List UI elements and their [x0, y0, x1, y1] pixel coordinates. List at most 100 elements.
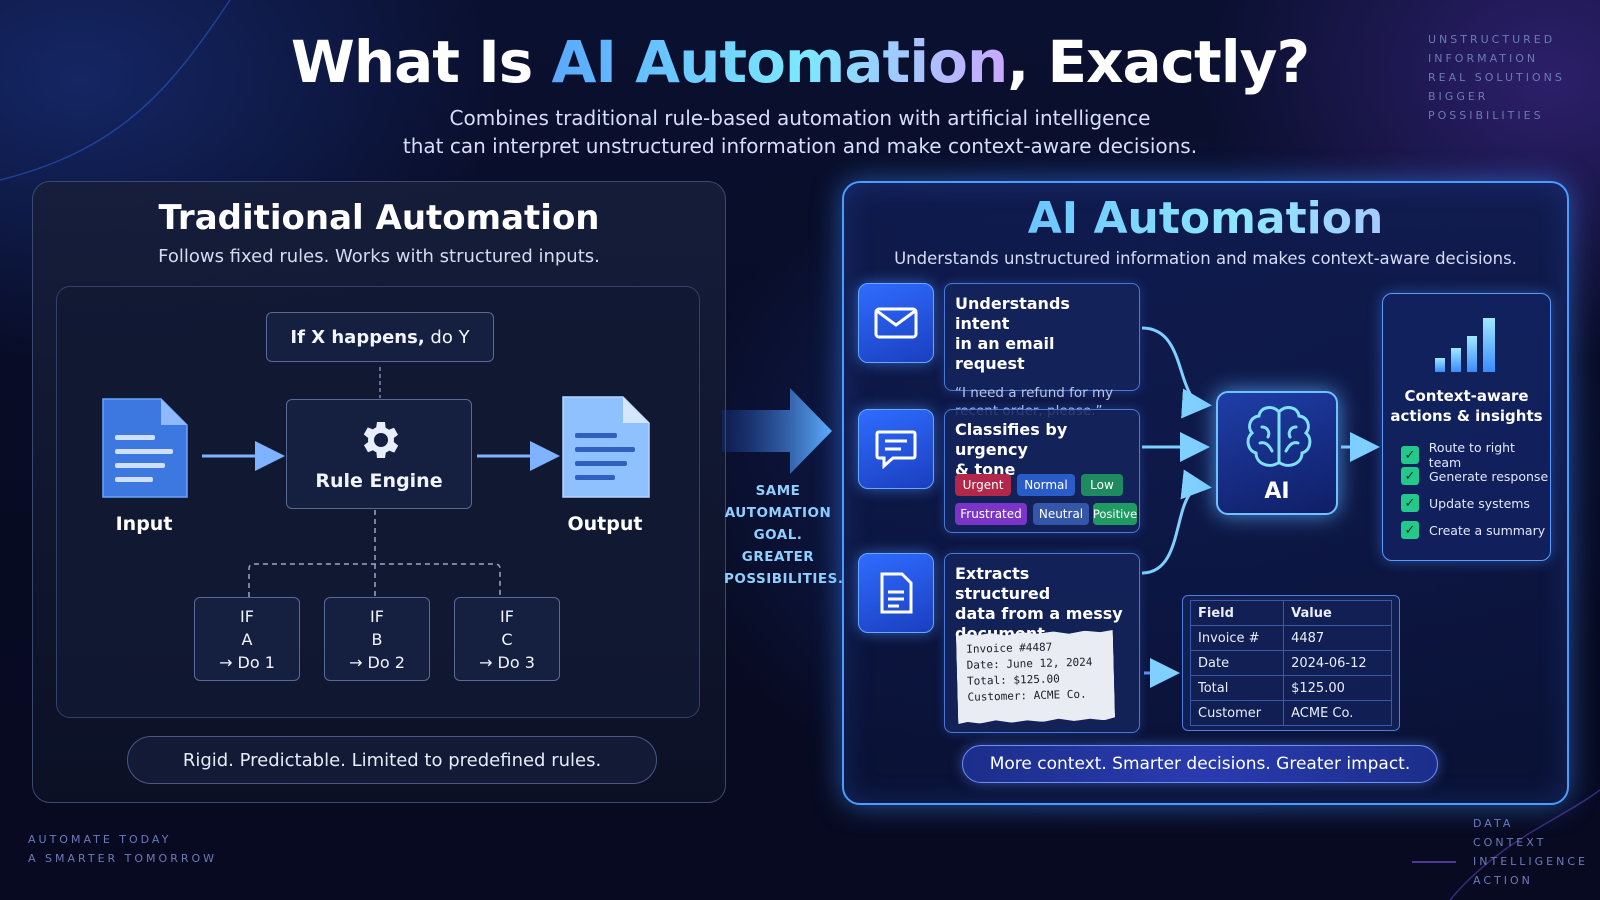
tag-frustrated: Frustrated	[955, 503, 1027, 525]
table-cell: 4487	[1283, 625, 1392, 651]
classify-card: Classifies by urgency & tone Urgent Norm…	[944, 409, 1140, 533]
email-icon	[874, 307, 918, 339]
branch-line: → Do 2	[349, 652, 405, 672]
branch-line: IF	[500, 606, 514, 626]
corner-text: REAL SOLUTIONS	[1428, 71, 1565, 84]
ai-core-box: AI	[1216, 391, 1338, 515]
rule-engine-label: Rule Engine	[315, 470, 443, 492]
table-cell: Invoice #	[1189, 625, 1285, 651]
output-document-icon	[562, 396, 650, 498]
corner-text: BIGGER POSSIBILITIES	[1428, 90, 1544, 122]
table-cell: Total	[1189, 675, 1285, 701]
caption-line: GOAL.	[753, 527, 803, 543]
table-header-row: Field Value	[1189, 600, 1392, 626]
brain-icon	[1246, 406, 1312, 467]
caption-line: GREATER	[741, 549, 815, 565]
subtitle-line-2: that can interpret unstructured informat…	[402, 134, 1198, 158]
branch-line: IF	[240, 606, 254, 626]
tag-label: Positive	[1092, 507, 1138, 521]
card-title-line: Extracts structured	[955, 564, 1051, 603]
actions-title-line: Context-aware	[1404, 387, 1529, 405]
table-row: Invoice # 4487	[1189, 625, 1392, 651]
page-title: What Is AI Automation, Exactly?	[0, 28, 1600, 96]
traditional-footer: Rigid. Predictable. Limited to predefine…	[127, 736, 657, 784]
tag-label: Normal	[1024, 478, 1068, 492]
traditional-subtitle: Follows fixed rules. Works with structur…	[158, 246, 600, 267]
check-icon: ✓	[1401, 494, 1419, 512]
table-cell: $125.00	[1283, 675, 1392, 701]
branch-line: C	[501, 629, 513, 649]
rule-prefix: If X happens,	[290, 326, 425, 348]
messy-receipt: Invoice #4487 Date: June 12, 2024 Total:…	[956, 630, 1115, 724]
traditional-automation-panel: Traditional Automation Follows fixed rul…	[32, 181, 726, 803]
middle-caption: SAME AUTOMATION GOAL. GREATER POSSIBILIT…	[724, 480, 843, 590]
table-row: Date 2024-06-12	[1189, 650, 1392, 676]
subtitle-line-1: Combines traditional rule-based automati…	[449, 106, 1151, 130]
tag-urgent: Urgent	[955, 474, 1011, 496]
rule-suffix: do Y	[430, 326, 470, 348]
corner-text: UNSTRUCTURED	[1428, 33, 1556, 46]
document-icon-tile	[858, 553, 934, 633]
action-item: ✓ Create a summary	[1401, 521, 1545, 539]
table-header: Field	[1189, 600, 1285, 626]
email-intent-card: Understands intent in an email request “…	[944, 283, 1140, 419]
tag-label: Urgent	[962, 478, 1004, 492]
corner-text: DATA	[1473, 817, 1514, 830]
tag-normal: Normal	[1017, 474, 1075, 496]
extract-card: Extracts structured data from a messy do…	[944, 553, 1140, 733]
rule-flow-diagram: If X happens, do Y Rule Engine Input	[56, 286, 700, 718]
ai-footer: More context. Smarter decisions. Greater…	[962, 745, 1438, 783]
card-title-line: data from a messy	[955, 604, 1123, 623]
input-document-icon	[102, 398, 188, 498]
email-icon-tile	[858, 283, 934, 363]
corner-text: ACTION	[1473, 874, 1533, 887]
tag-low: Low	[1081, 474, 1123, 496]
table-cell: ACME Co.	[1283, 700, 1392, 726]
branch-line: → Do 3	[479, 652, 535, 672]
structured-data-table: Field Value Invoice # 4487 Date 2024-06-…	[1182, 595, 1400, 731]
rule-engine-box: Rule Engine	[286, 399, 472, 509]
flow-connectors	[202, 367, 560, 597]
rule-box: If X happens, do Y	[266, 312, 494, 362]
ai-subtitle: Understands unstructured information and…	[894, 249, 1517, 268]
table-cell: Customer	[1189, 700, 1285, 726]
card-title-line: Classifies by urgency	[955, 420, 1068, 459]
bar-chart-icon	[1435, 318, 1495, 372]
corner-bottom-left: AUTOMATE TODAY A SMARTER TOMORROW	[28, 830, 217, 868]
action-label: Update systems	[1429, 495, 1530, 511]
ai-connectors	[1141, 326, 1380, 688]
actions-title: Context-aware actions & insights	[1383, 386, 1550, 426]
check-icon: ✓	[1401, 521, 1419, 539]
branch-line: A	[241, 629, 253, 649]
title-suffix: , Exactly?	[1007, 28, 1310, 96]
ai-title: AI Automation	[844, 193, 1567, 244]
context-actions-card: Context-aware actions & insights ✓ Route …	[1382, 293, 1551, 561]
action-label: Route to right team	[1428, 440, 1515, 470]
title-prefix: What Is	[290, 28, 552, 96]
corner-text: CONTEXT	[1473, 836, 1547, 849]
branch-line: IF	[370, 606, 384, 626]
corner-text: AUTOMATE TODAY	[28, 833, 172, 846]
action-label: Generate response	[1429, 468, 1549, 484]
traditional-title: Traditional Automation	[158, 198, 600, 238]
tag-label: Frustrated	[960, 507, 1022, 521]
output-label: Output	[567, 513, 643, 535]
corner-text: INTELLIGENCE	[1473, 855, 1588, 868]
card-title-line: in an email request	[955, 334, 1055, 373]
action-item: ✓ Update systems	[1401, 494, 1530, 512]
branch-box-b: IF B → Do 2	[324, 597, 430, 681]
document-icon	[880, 572, 913, 614]
branch-box-c: IF C → Do 3	[454, 597, 560, 681]
tag-neutral: Neutral	[1033, 503, 1089, 525]
ai-automation-panel: AI Automation Understands unstructured i…	[842, 181, 1569, 805]
gear-icon	[363, 422, 399, 458]
check-icon: ✓	[1401, 446, 1419, 464]
action-item: ✓Generate response	[1401, 467, 1548, 485]
chat-icon	[875, 430, 917, 469]
caption-line: SAME	[755, 483, 801, 499]
table-cell: Date	[1189, 650, 1285, 676]
corner-top-right: UNSTRUCTURED INFORMATION REAL SOLUTIONS …	[1428, 30, 1600, 125]
action-label: Create a summary	[1429, 522, 1546, 538]
table-header: Value	[1283, 600, 1392, 626]
